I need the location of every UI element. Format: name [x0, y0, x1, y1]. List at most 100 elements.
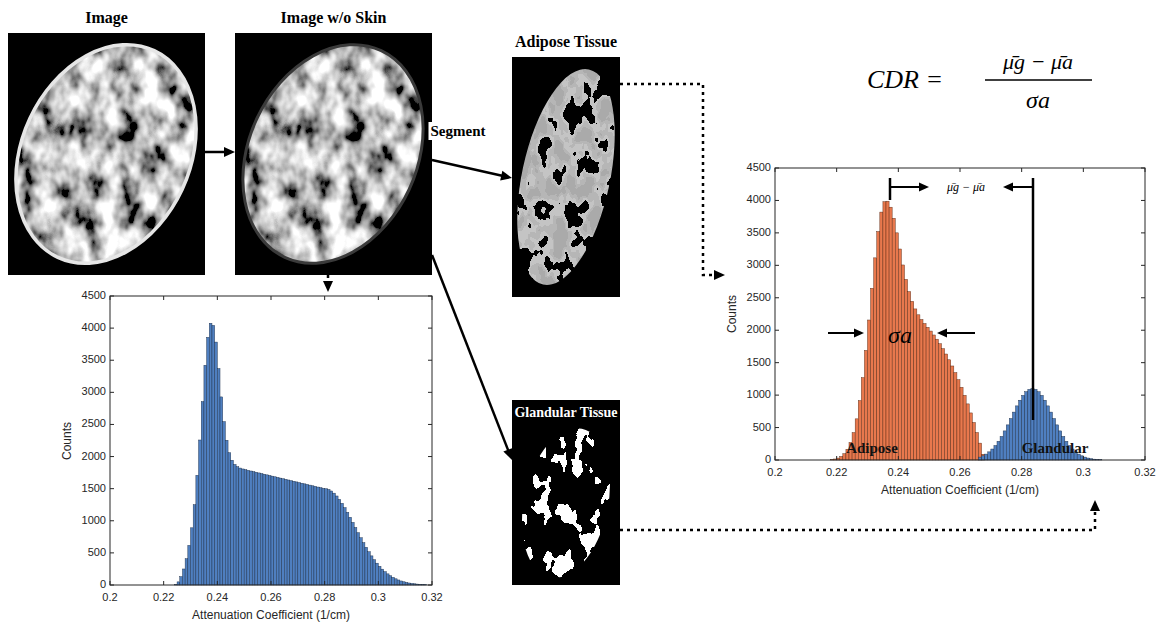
histogram-panel: CountsAttenuation Coefficient (1/cm)4500… — [55, 292, 440, 624]
ct-background — [235, 33, 432, 275]
axis-tick — [1141, 168, 1145, 169]
histogram-bar — [370, 556, 373, 585]
ct-breast-noskin — [209, 15, 458, 293]
histogram-bar — [1000, 436, 1003, 460]
histogram-bar — [874, 258, 877, 460]
connector-line — [205, 151, 226, 154]
tick-label: 2000 — [82, 450, 106, 463]
axis-tick — [898, 168, 899, 172]
histogram-bar — [309, 485, 312, 585]
image-title: Image w/o Skin — [281, 8, 387, 27]
histogram-bar — [263, 474, 266, 585]
histogram-bar — [292, 481, 295, 585]
axis-tick — [428, 456, 432, 457]
histogram-bar — [1019, 400, 1022, 460]
dotted-connector — [620, 500, 1100, 530]
histogram-bar — [1003, 431, 1006, 460]
histogram-bar — [386, 574, 389, 585]
axis-tick — [432, 296, 433, 300]
histogram-bar — [201, 402, 204, 585]
axis-tick — [775, 395, 779, 396]
axis-tick — [1021, 456, 1022, 460]
histogram-bar — [274, 477, 277, 585]
plot-area — [110, 296, 432, 585]
tick-label: 3500 — [82, 354, 106, 367]
histogram-bar — [191, 528, 194, 585]
connector-line — [620, 84, 716, 275]
axis-tick — [960, 168, 961, 172]
axis-tick — [163, 581, 164, 585]
tick-label: 2000 — [747, 324, 771, 337]
histogram-bar — [368, 552, 371, 585]
axis-tick — [324, 581, 325, 585]
histogram-bar — [975, 433, 978, 460]
histogram-bar — [330, 491, 333, 585]
axis-tick — [217, 296, 218, 300]
connector-line — [620, 509, 1095, 530]
axis-title: Attenuation Coefficient (1/cm) — [192, 608, 350, 622]
axis-tick — [1141, 265, 1145, 266]
histogram-bar — [287, 480, 290, 585]
histogram-bar — [991, 449, 994, 460]
arrowhead — [919, 183, 929, 192]
histogram-bar — [966, 404, 969, 460]
histogram-bar — [397, 580, 400, 585]
tissue-label: Glandular — [1022, 439, 1089, 457]
histogram-bar — [250, 471, 253, 585]
axis-tick — [428, 328, 432, 329]
histogram-bar — [898, 249, 901, 460]
histogram-bar — [239, 468, 242, 585]
histogram-bar — [871, 288, 874, 460]
breast-edge — [209, 15, 458, 293]
axis-tick — [110, 581, 111, 585]
histogram-bar — [948, 360, 951, 460]
histogram-bar — [400, 581, 403, 585]
histogram-bar — [241, 469, 244, 585]
arrow-connector — [432, 160, 512, 180]
axis-title: Counts — [60, 421, 74, 459]
connector-line — [432, 160, 503, 176]
histogram-bar — [217, 369, 220, 585]
histogram-bar — [212, 325, 215, 585]
axis-tick — [110, 296, 114, 297]
axis-tick — [775, 168, 776, 172]
histogram-bar — [252, 472, 255, 585]
histogram-bar — [357, 533, 360, 585]
arrow-connector — [205, 147, 235, 157]
histogram-bar — [327, 490, 330, 585]
histogram-bar — [341, 503, 344, 585]
histogram-bar — [209, 323, 212, 585]
tick-label: 0.3 — [371, 591, 386, 604]
axis-tick — [1021, 168, 1022, 172]
ct-image: Image w/o Skin — [235, 33, 432, 275]
tick-label: 2500 — [747, 291, 771, 304]
connector-line — [432, 255, 509, 452]
histogram-bar — [188, 545, 191, 585]
tick-label: 0.28 — [314, 591, 335, 604]
axis-tick — [1141, 460, 1145, 461]
seg-background — [512, 57, 620, 297]
histogram-bar — [290, 481, 293, 585]
tick-label: 4000 — [82, 322, 106, 335]
axis-tick — [110, 296, 111, 300]
histogram-bar — [260, 474, 263, 585]
dotted-connector — [323, 275, 333, 292]
axis-tick — [1141, 232, 1145, 233]
histogram-bar — [982, 456, 985, 460]
axis-tick — [836, 168, 837, 172]
histogram-bar — [319, 488, 322, 585]
histogram-bar — [317, 487, 320, 585]
histogram-bar — [957, 380, 960, 460]
histogram-bar — [960, 387, 963, 460]
axis-tick — [110, 328, 114, 329]
histogram-bar — [352, 522, 355, 585]
axis-frame — [110, 296, 432, 585]
histogram-bar — [362, 543, 365, 585]
tick-label: 0.24 — [888, 466, 909, 479]
histogram-bar — [923, 324, 926, 460]
tick-label: 2500 — [82, 418, 106, 431]
histogram-bar — [247, 470, 250, 585]
tick-label: 0.2 — [102, 591, 117, 604]
axis-tick — [775, 456, 776, 460]
